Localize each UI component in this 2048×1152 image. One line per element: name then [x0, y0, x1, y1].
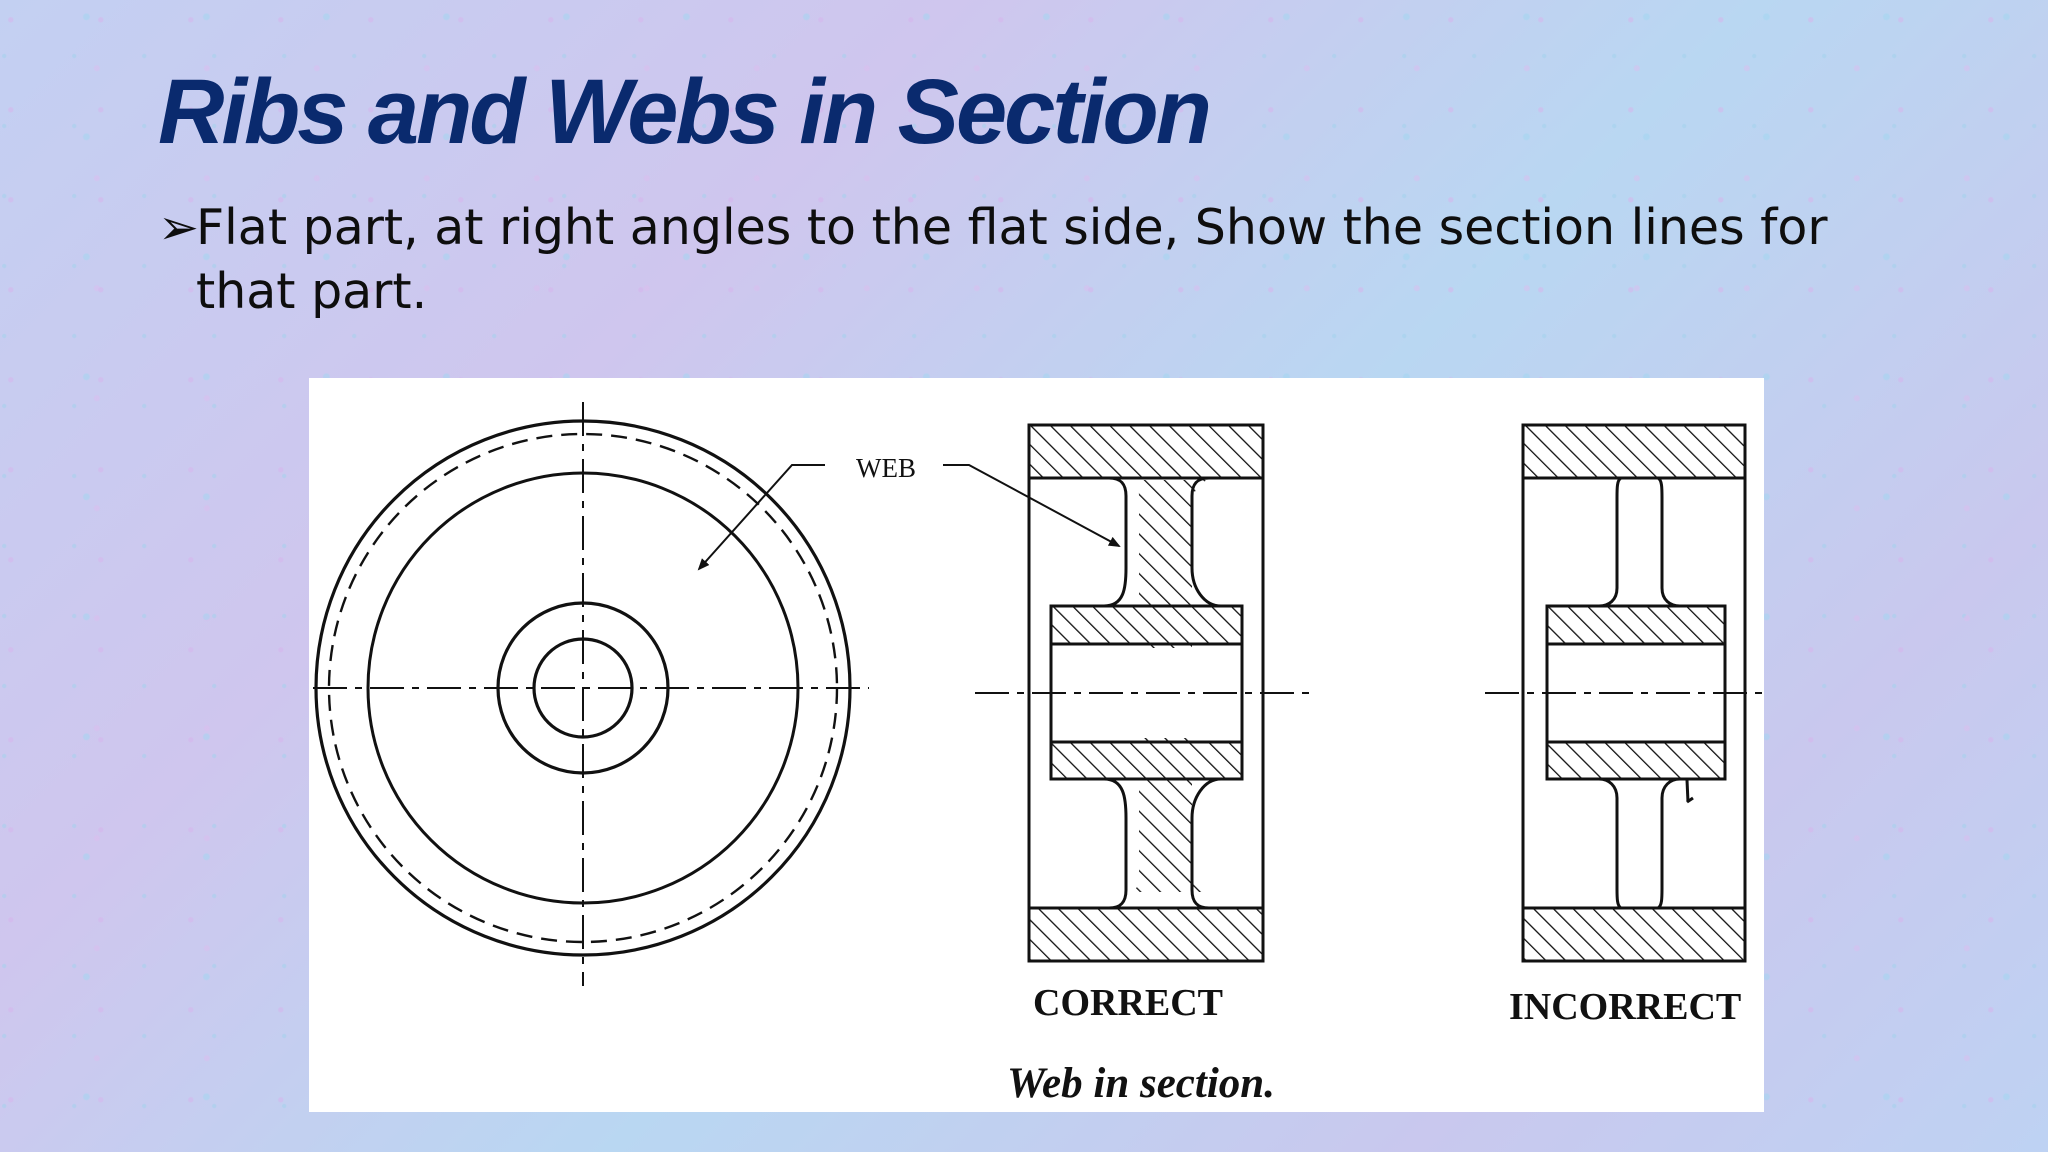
- bullet-text-line-1: Flat part, at right angles to the flat s…: [196, 199, 1828, 256]
- slide-title: Ribs and Webs in Section: [158, 61, 1212, 163]
- web-in-section-figure: WEB CORRECT INCORRECT Web in section.: [309, 378, 1764, 1112]
- web-leader-right: [943, 464, 1121, 547]
- correct-section-view: [975, 423, 1312, 963]
- figure-caption: Web in section.: [1007, 1060, 1275, 1107]
- incorrect-hub-bottom: [1545, 740, 1727, 781]
- bullet-text-line-2: that part.: [196, 263, 428, 320]
- correct-hub-top: [1049, 604, 1244, 646]
- correct-hub-bottom: [1049, 740, 1244, 781]
- incorrect-hub-top: [1545, 604, 1727, 646]
- web-leaders: [697, 464, 1121, 571]
- web-leader-left: [697, 464, 825, 571]
- incorrect-bottom-rim: [1521, 906, 1747, 963]
- web-label: WEB: [856, 453, 916, 483]
- correct-label: CORRECT: [1033, 982, 1224, 1024]
- bullet-point: ➢Flat part, at right angles to the flat …: [158, 196, 1858, 324]
- correct-top-rim: [1027, 423, 1265, 480]
- bullet-arrow-icon: ➢: [158, 199, 200, 256]
- pulley-front-view: [313, 402, 869, 986]
- incorrect-section-view: [1485, 423, 1764, 963]
- incorrect-label: INCORRECT: [1509, 986, 1742, 1028]
- incorrect-top-rim: [1521, 423, 1747, 480]
- technical-drawing: [313, 402, 1764, 986]
- correct-bottom-rim: [1027, 906, 1265, 963]
